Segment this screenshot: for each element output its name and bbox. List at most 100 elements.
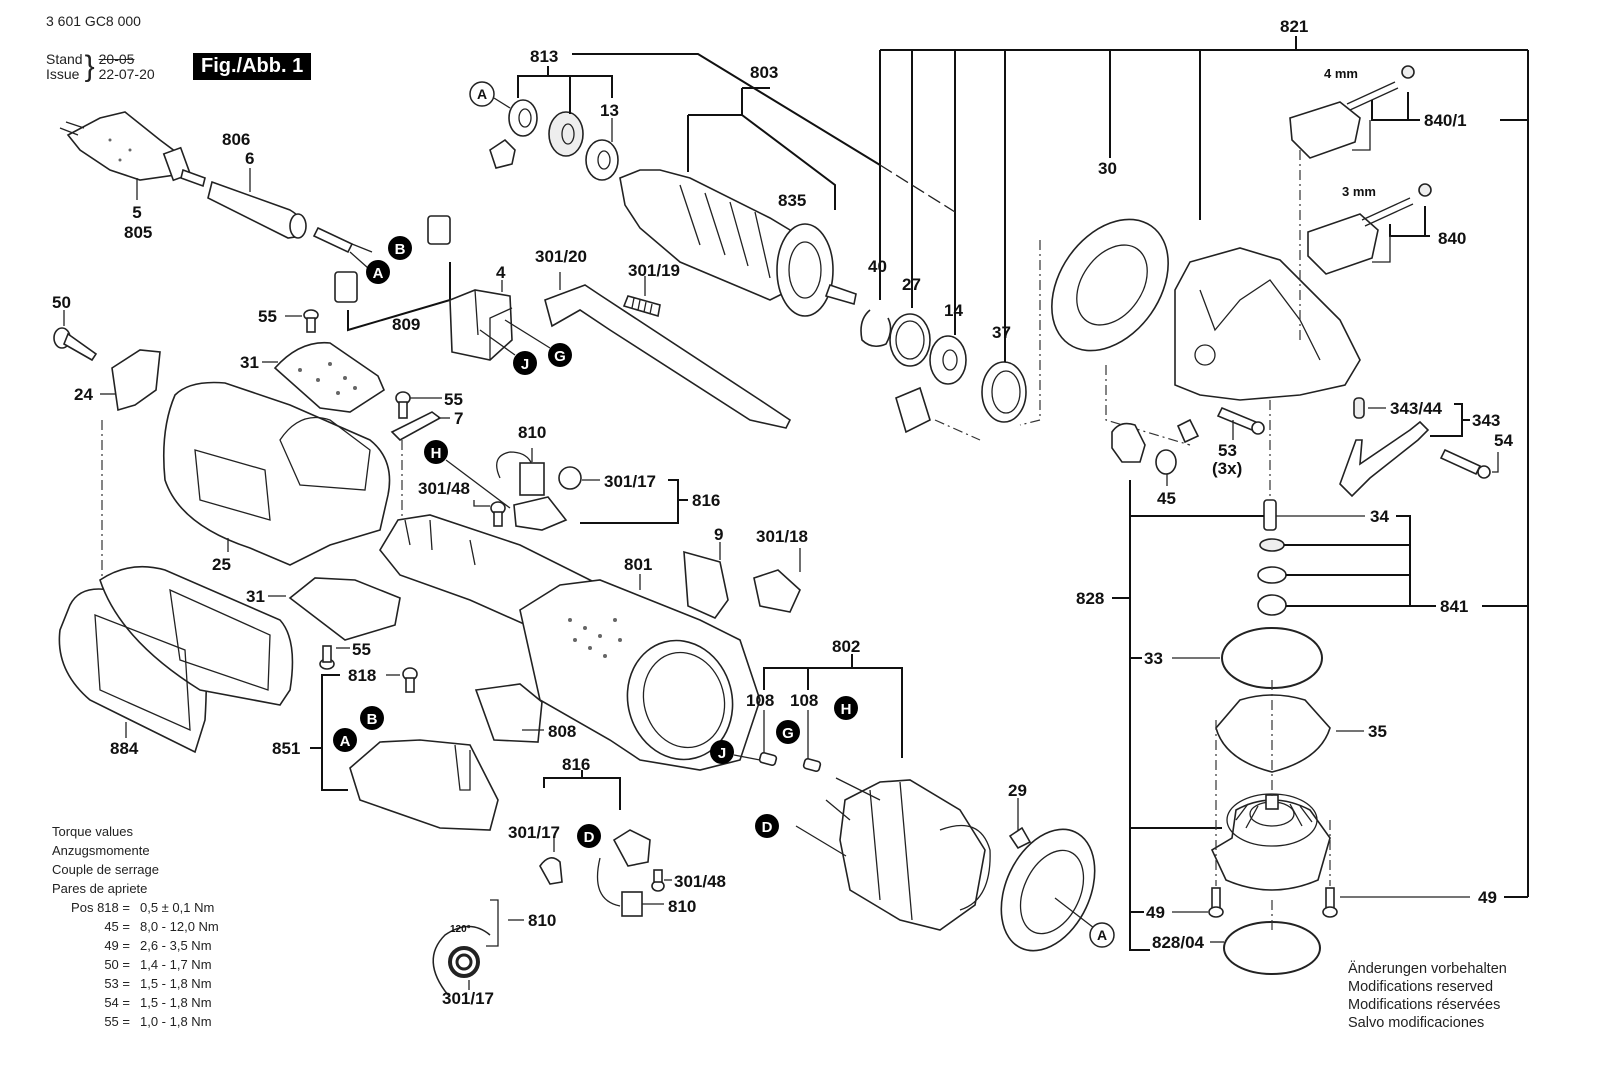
cover-31-bottom [288,577,401,641]
torque-row: 50 =1,4 - 1,7 Nm [104,957,212,972]
callout-802: 802 [832,637,860,656]
torque-row: 54 =1,5 - 1,8 Nm [104,995,212,1010]
svg-text:B: B [395,241,406,258]
marker-A-bearing: A [469,81,495,107]
gear-housing-821 [1174,247,1361,401]
callout-801: 801 [624,555,652,574]
handle-cover-884 [58,565,294,754]
callout-821: 821 [1280,17,1308,36]
cover-301-18 [753,569,801,613]
retaining-ring-40 [860,309,892,348]
svg-text:D: D [584,829,595,846]
marker-G-switch: G [548,343,572,367]
callout-27: 27 [902,275,921,294]
mod-es: Salvo modificaciones [1348,1015,1485,1031]
callout-301-17-bottom: 301/17 [442,989,494,1008]
callout-33: 33 [1144,649,1163,668]
callout-813: 813 [530,47,558,66]
svg-text:G: G [782,725,794,742]
spring-840 [1418,183,1432,197]
mod-de: Änderungen vorbehalten [1348,961,1507,977]
pinion-gear [1111,422,1146,463]
callout-37: 37 [992,323,1011,342]
callout-108-b: 108 [790,691,818,710]
sleeve-end [289,213,307,239]
armature-835 [619,169,857,317]
electronics-module-851 [349,739,499,831]
callout-818: 818 [348,666,376,685]
callout-35: 35 [1368,722,1387,741]
bearing-13 [585,139,619,181]
callout-828-04: 828/04 [1152,933,1205,952]
marker-B-cord: B [388,236,412,260]
callout-55-bottom: 55 [352,640,371,659]
spring-301-17-lower [539,857,563,885]
switch-rod-301-20 [544,284,792,429]
spindle-lock-343 [1339,420,1430,498]
callout-54: 54 [1494,431,1513,450]
screw-301-48-lower [651,869,665,892]
field-coil-802 [839,779,991,931]
revision-block: Stand Issue } 20-05 22-07-20 [46,52,155,82]
brush-insert [895,386,931,434]
callout-810-spring: 810 [528,911,556,930]
fan-baffle-30 [1051,218,1169,352]
power-plug [59,111,192,182]
callout-30: 30 [1098,159,1117,178]
callout-806: 806 [222,130,250,149]
air-guide-29 [1000,826,1096,952]
callout-9: 9 [714,525,723,544]
callout-13: 13 [600,101,619,120]
marker-J-switch: J [513,351,537,375]
screw-301-48 [490,501,506,527]
callout-4mm: 4 mm [1324,66,1358,81]
screw-55-mid [395,391,411,419]
spring-343-44 [1353,397,1365,419]
callout-49-right: 49 [1478,888,1497,907]
svg-text:H: H [431,445,442,462]
callout-301-19: 301/19 [628,261,680,280]
issue-label: Issue [46,66,80,82]
callout-31-top: 31 [240,353,259,372]
callout-55-top: 55 [258,307,277,326]
marker-H-field: H [834,696,858,720]
callout-808: 808 [548,722,576,741]
brace-icon: } [84,50,95,83]
callout-810-top: 810 [518,423,546,442]
small-rubber-part [489,138,516,169]
marker-A-cord: A [366,260,390,284]
spring-840-1 [1401,65,1415,79]
screw-818 [402,667,418,693]
torque-pos-prefix: Pos [71,900,94,915]
coil-spring-301-17 [432,899,499,996]
torque-row: 53 =1,5 - 1,8 Nm [104,976,212,991]
brush-holder [513,496,568,531]
callout-816-bottom: 816 [562,755,590,774]
marker-G-field: G [776,720,800,744]
callout-3mm: 3 mm [1342,184,1376,199]
torque-title-en: Torque values [52,824,133,839]
svg-text:J: J [718,745,726,762]
callout-841: 841 [1440,597,1468,616]
modifications-notice: Änderungen vorbehalten Modifications res… [1348,960,1507,1032]
callout-343: 343 [1472,411,1500,430]
issue-date: 22-07-20 [98,66,155,82]
gear-flange-assembly [1210,793,1331,891]
ring [1257,566,1287,584]
marker-A-module: A [333,728,357,752]
callout-840-1: 840/1 [1424,111,1467,130]
screw-49-left [1208,887,1224,918]
torque-row: 55 =1,0 - 1,8 Nm [104,1014,212,1029]
screw-55-bottom [319,645,335,670]
cord-wire [312,226,354,254]
callout-49-left: 49 [1146,903,1165,922]
label-9 [683,550,729,619]
old-date: 20-05 [98,51,135,67]
callout-343-44: 343/44 [1390,399,1443,418]
mod-en: Modifications reserved [1348,979,1494,995]
callout-851: 851 [272,739,300,758]
angle-label: 120° [450,924,471,935]
callout-805: 805 [124,223,152,242]
callout-301-17-top: 301/17 [604,472,656,491]
